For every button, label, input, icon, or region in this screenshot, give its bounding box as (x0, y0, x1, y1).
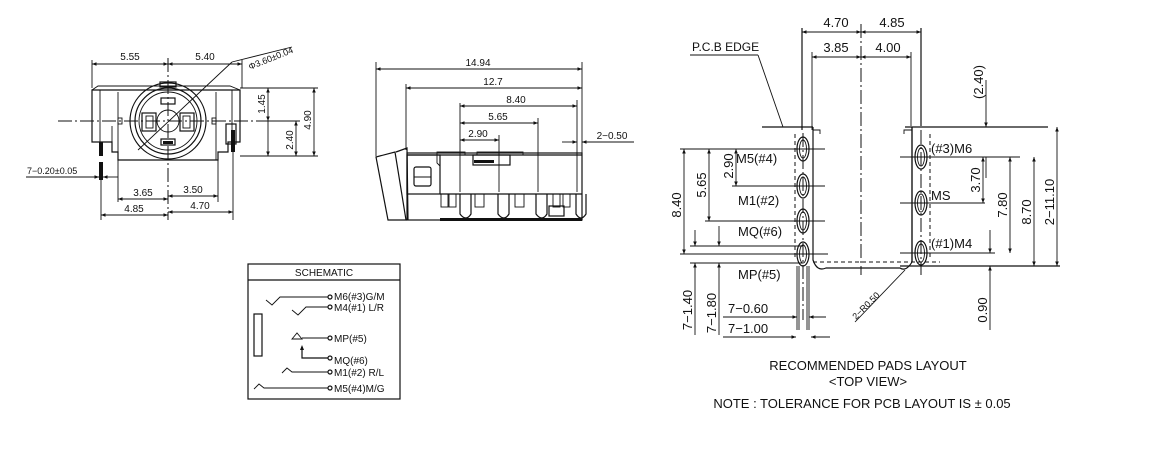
side-body-outline (375, 147, 587, 221)
pads-layout-view: <TOP VIEW> (829, 374, 907, 389)
dim-body-length: 12.7 (483, 77, 503, 88)
pad-label-left: MP(#5) (738, 267, 781, 282)
pads-layout: 4.70 4.85 3.85 4.00 P.C.B EDGE (669, 15, 1060, 411)
dim-width-left: 5.55 (120, 52, 140, 63)
pads-layout-title: RECOMMENDED PADS LAYOUT (769, 358, 966, 373)
schematic-title: SCHEMATIC (295, 268, 353, 279)
pad-label-left: M5(#4) (736, 151, 777, 166)
dim-pin-span-3: 2.90 (468, 129, 488, 140)
schematic-pin-label: MP(#5) (334, 334, 367, 345)
schematic-pin-label: M6(#3)G/M (334, 292, 385, 303)
pad-label-right: (#3)M6 (931, 141, 972, 156)
side-view: 14.94 12.7 8.40 5.65 2.90 2−0.50 (375, 58, 634, 221)
front-view: 5.55 5.40 Φ3.60±0.04 1.45 2.40 4.90 7−0.… (26, 45, 318, 220)
schematic-pin-label: M5(#4)M/G (334, 384, 385, 395)
dim-pad-width-1: 7−0.60 (728, 301, 768, 316)
dim-total-height: 4.90 (303, 110, 314, 130)
dim-pin-span-2: 5.65 (488, 112, 508, 123)
dim-pad-left-d2: 5.65 (694, 172, 709, 197)
front-body-outline (91, 85, 241, 161)
dim-width-right: 5.40 (195, 52, 215, 63)
sleeve-contact (253, 313, 263, 357)
schematic-box: SCHEMATIC M6(#3)G/M M4(#1) L/R MP(#5) MQ… (247, 263, 401, 400)
dim-center-to-bottom: 2.40 (285, 130, 296, 150)
dim-pad-left-d4: 7−1.40 (680, 290, 695, 330)
schematic-pin-label: M1(#2) R/L (334, 368, 384, 379)
dim-pin-right-outer: 4.70 (190, 201, 210, 212)
pad-label-left: MQ(#6) (738, 224, 782, 239)
dim-pin-right-inner: 3.50 (183, 185, 203, 196)
dim-pad-left-d3: 8.40 (669, 192, 684, 217)
schematic-terminal (327, 294, 333, 300)
dim-pin-width: 7−0.20±0.05 (27, 166, 77, 176)
dim-pad-right-d4: 2−11.10 (1042, 179, 1057, 225)
pcb-tolerance-note: NOTE : TOLERANCE FOR PCB LAYOUT IS ± 0.0… (713, 396, 1010, 411)
pcb-edge-label: P.C.B EDGE (692, 40, 759, 54)
dim-pad-left-d1: 2.90 (721, 153, 736, 178)
dim-pad-right-d2: 7.80 (995, 192, 1010, 217)
dim-pad-left-d5: 7−1.80 (704, 293, 719, 333)
dim-pin-span-1: 8.40 (506, 95, 526, 106)
dim-hole-diameter: Φ3.60±0.04 (247, 45, 294, 72)
dim-overall-length: 14.94 (465, 58, 490, 69)
dim-pad-right-outer: 4.85 (879, 15, 904, 30)
front-pin-right (231, 130, 235, 152)
dim-pin-left-inner: 3.65 (133, 188, 153, 199)
dim-pin-left-outer: 4.85 (124, 204, 144, 215)
dim-pad-right-ref: (2.40) (971, 65, 986, 99)
pad-label-right: MS (931, 188, 951, 203)
dim-pad-right-d3: 8.70 (1019, 199, 1034, 224)
left-pad-column (796, 133, 810, 330)
dim-top-to-center: 1.45 (257, 94, 268, 114)
dim-radius: 2−R0.50 (850, 290, 881, 321)
dim-pad-width-2: 7−1.00 (728, 321, 768, 336)
dim-pad-right-d1: 3.70 (968, 167, 983, 192)
dim-pad-right-d5: 0.90 (975, 297, 990, 322)
dim-pad-left-inner: 3.85 (823, 40, 848, 55)
dim-side-pin-width: 2−0.50 (597, 131, 628, 142)
dim-pad-right-inner: 4.00 (875, 40, 900, 55)
schematic-pin-label: M4(#1) L/R (334, 303, 384, 314)
dim-pad-left-outer: 4.70 (823, 15, 848, 30)
schematic-pin-label: MQ(#6) (334, 356, 368, 367)
front-pin-left (99, 142, 103, 156)
pad-label-left: M1(#2) (738, 193, 779, 208)
pad-label-right: (#1)M4 (931, 236, 972, 251)
